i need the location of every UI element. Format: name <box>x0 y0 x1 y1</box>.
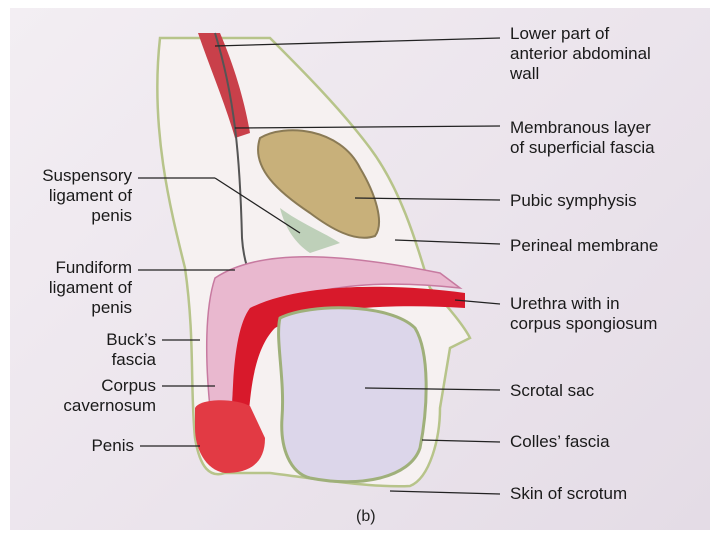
label-scrotal-sac: Scrotal sac <box>510 381 595 400</box>
figure-photo: Lower part of anterior abdominal wall Me… <box>10 8 710 530</box>
label-fundiform-ligament: Fundiform ligament of penis <box>48 258 132 317</box>
leader-suspensory-ligament-b <box>214 177 301 234</box>
spongiosum-band <box>232 286 465 428</box>
label-colles-fascia: Colles’ fascia <box>510 432 610 451</box>
leader-lower-abdominal-wall <box>214 37 501 47</box>
label-membranous-layer: Membranous layer of superficial fascia <box>510 118 655 157</box>
leader-skin-of-scrotum <box>389 490 501 495</box>
anatomy-diagram <box>156 32 472 488</box>
pubic-symphysis-shape <box>257 129 380 239</box>
label-skin-of-scrotum: Skin of scrotum <box>510 484 628 503</box>
label-bucks-fascia: Buck’s fascia <box>106 330 156 369</box>
leader-pubic-symphysis <box>354 197 501 201</box>
leader-scrotal-sac <box>364 387 501 391</box>
leader-membranous-layer <box>234 125 501 129</box>
scrotal-sac-shape <box>277 306 428 484</box>
shadow-area <box>280 208 340 253</box>
label-lower-abdominal-wall: Lower part of anterior abdominal wall <box>510 24 651 83</box>
figure-caption: (b) <box>356 508 376 525</box>
leader-perineal-membrane <box>394 239 501 245</box>
leader-colles-fascia <box>421 439 501 443</box>
abdominal-wall-muscle <box>198 33 250 138</box>
leader-urethra <box>454 299 501 305</box>
label-urethra: Urethra with in corpus spongiosum <box>510 294 658 333</box>
label-pubic-symphysis: Pubic symphysis <box>510 191 637 210</box>
label-penis: Penis <box>91 436 134 455</box>
label-corpus-cavernosum: Corpus cavernosum <box>63 376 156 415</box>
leader-lines <box>138 37 501 495</box>
label-perineal-membrane: Perineal membrane <box>510 236 659 255</box>
label-suspensory-ligament: Suspensory ligament of penis <box>42 166 132 225</box>
penis-tip <box>195 400 265 473</box>
